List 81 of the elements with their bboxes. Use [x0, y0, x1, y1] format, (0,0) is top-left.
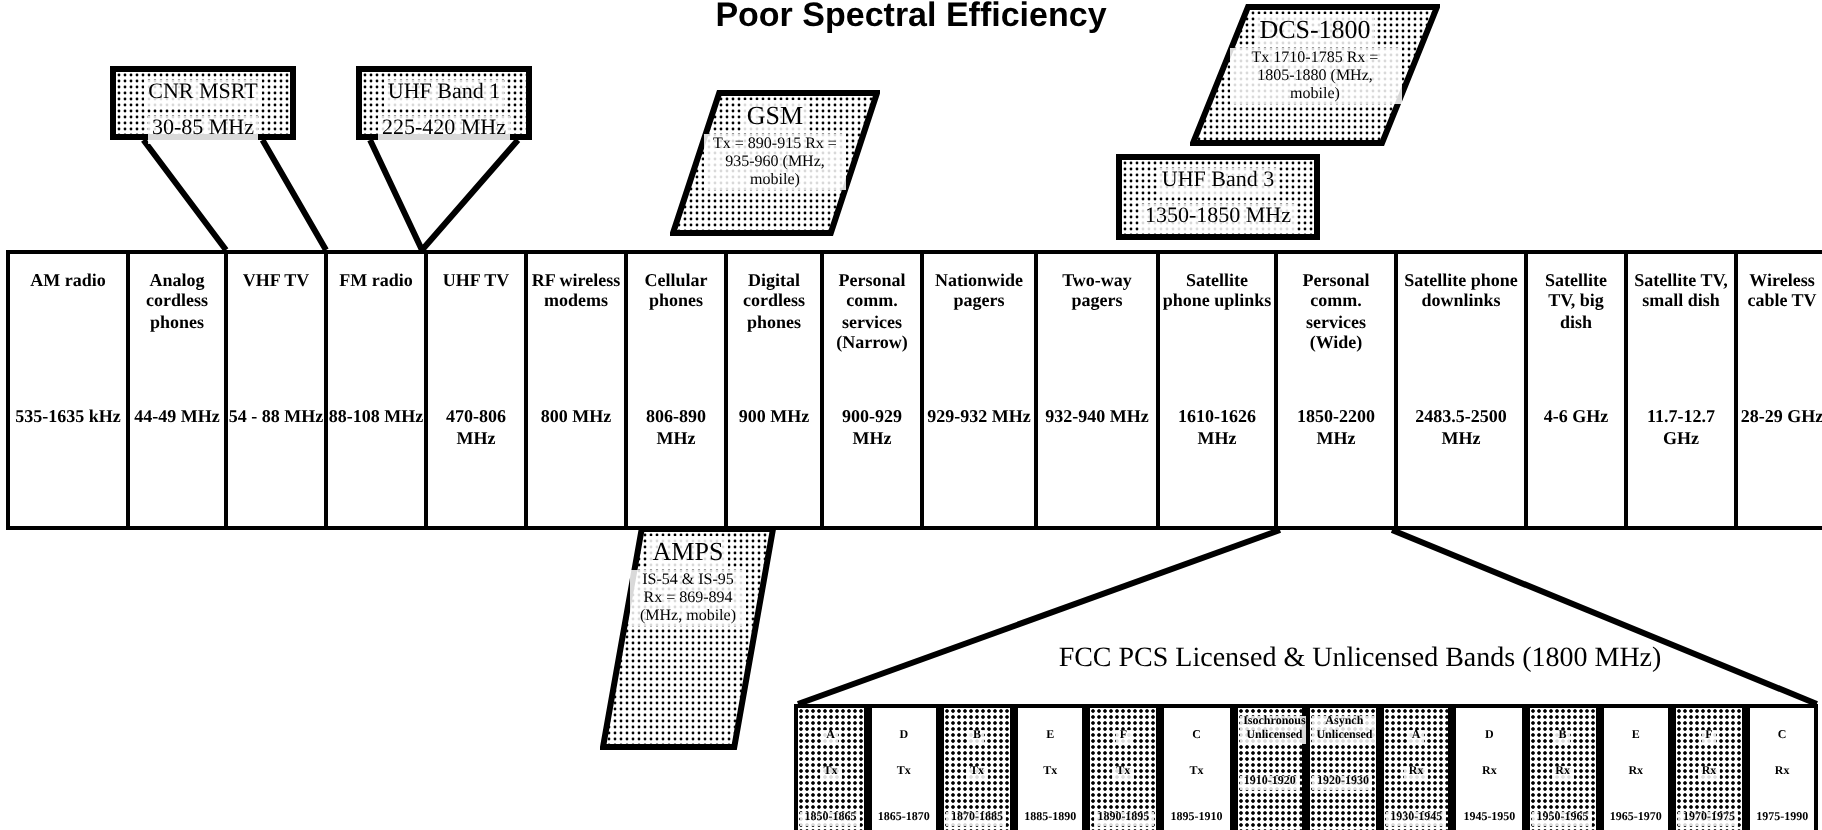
callout-detail: 1350-1850 MHz [1140, 204, 1296, 232]
band-cell [1034, 250, 1160, 530]
band-name: Analog cordless phones [144, 270, 210, 333]
leader-line [797, 527, 1281, 707]
frequency-range: 900 MHz [736, 406, 812, 428]
band-name: Personal comm. services (Wide) [1300, 270, 1372, 353]
band-name: Satellite phone uplinks [1162, 270, 1272, 312]
callout-detail: 225-420 MHz [377, 116, 511, 144]
frequency-range: 2483.5-2500 MHz [1413, 406, 1509, 450]
band-cell [6, 250, 130, 530]
callout-title: UHF Band 1 [383, 80, 505, 108]
sub-band-cell [1526, 704, 1600, 830]
callout-title: AMPS [648, 536, 728, 569]
band-cell [820, 250, 924, 530]
band-cell [1734, 250, 1822, 530]
sub-band-cell [1452, 704, 1526, 830]
band-name: Wireless cable TV [1745, 270, 1819, 312]
band-name: AM radio [28, 270, 108, 291]
frequency-range: 800 MHz [538, 406, 614, 428]
frequency-range: 54 - 88 MHz [228, 406, 324, 428]
band-cell [126, 250, 228, 530]
band-name: Satellite TV, big dish [1543, 270, 1609, 333]
band-name: Digital cordless phones [741, 270, 807, 333]
sub-band-cell [1672, 704, 1746, 830]
frequency-range: 1610-1626 MHz [1176, 406, 1258, 450]
band-name: UHF TV [440, 270, 512, 291]
sub-band-cell [794, 704, 868, 830]
callout-title: DCS-1800 [1255, 14, 1375, 47]
band-name: RF wireless modems [530, 270, 622, 312]
band-name: FM radio [337, 270, 415, 291]
band-cell [1274, 250, 1398, 530]
band-name: Nationwide pagers [932, 270, 1025, 312]
sub-band-cell [1086, 704, 1160, 830]
leader-line [1390, 527, 1818, 707]
callout-detail: Tx 1710-1785 Rx = 1805-1880 (MHz, mobile) [1229, 48, 1401, 104]
frequency-range: 470-806 MHz [444, 406, 508, 450]
sub-band-cell [1160, 704, 1234, 830]
band-group-title: FCC PCS Licensed & Unlicensed Bands (1800 MHz) [1056, 644, 1664, 676]
band-name: Personal comm. services (Narrow) [834, 270, 910, 353]
frequency-range: 535-1635 kHz [13, 406, 123, 428]
band-cell [1524, 250, 1628, 530]
sub-band-cell [1013, 704, 1087, 830]
band-name: Cellular phones [642, 270, 710, 312]
sub-band-cell [1745, 704, 1819, 830]
frequency-range: 44-49 MHz [132, 406, 222, 428]
frequency-range: 806-890 MHz [644, 406, 708, 450]
callout-title: GSM [742, 100, 808, 133]
frequency-range: 11.7-12.7 GHz [1644, 406, 1717, 450]
band-cell [424, 250, 528, 530]
frequency-range: 1850-2200 MHz [1295, 406, 1377, 450]
frequency-range: 4-6 GHz [1541, 406, 1611, 428]
band-cell [324, 250, 428, 530]
sub-band-cell [1306, 704, 1380, 830]
sub-band-cell [867, 704, 941, 830]
callout-title: UHF Band 3 [1157, 168, 1279, 196]
callout-title: CNR MSRT [144, 80, 262, 108]
sub-band-cell [1599, 704, 1673, 830]
sub-band-cell [1233, 704, 1307, 830]
band-name: Satellite TV, small dish [1632, 270, 1730, 312]
sub-band-cell [940, 704, 1014, 830]
band-name: Two-way pagers [1060, 270, 1134, 312]
band-cell [1624, 250, 1738, 530]
callout-detail: IS-54 & IS-95 Rx = 869-894 (MHz, mobile) [629, 570, 747, 626]
band-cell [724, 250, 824, 530]
band-cell [1156, 250, 1278, 530]
leader-line [140, 137, 329, 253]
frequency-range: 88-108 MHz [328, 406, 424, 428]
sub-band-cell [1379, 704, 1453, 830]
band-cell [624, 250, 728, 530]
callout-detail: Tx = 890-915 Rx = 935-960 (MHz, mobile) [703, 134, 847, 190]
band-name: VHF TV [240, 270, 312, 291]
band-cell [1394, 250, 1528, 530]
frequency-range: 900-929 MHz [840, 406, 904, 450]
band-cell [224, 250, 328, 530]
leader-line [367, 138, 521, 256]
callout-detail: 30-85 MHz [147, 116, 259, 144]
frequency-range: 932-940 MHz [1043, 406, 1151, 428]
band-cell [920, 250, 1038, 530]
band-name: Satellite phone downlinks [1402, 270, 1520, 312]
band-cell [524, 250, 628, 530]
frequency-range: 929-932 MHz [925, 406, 1033, 428]
